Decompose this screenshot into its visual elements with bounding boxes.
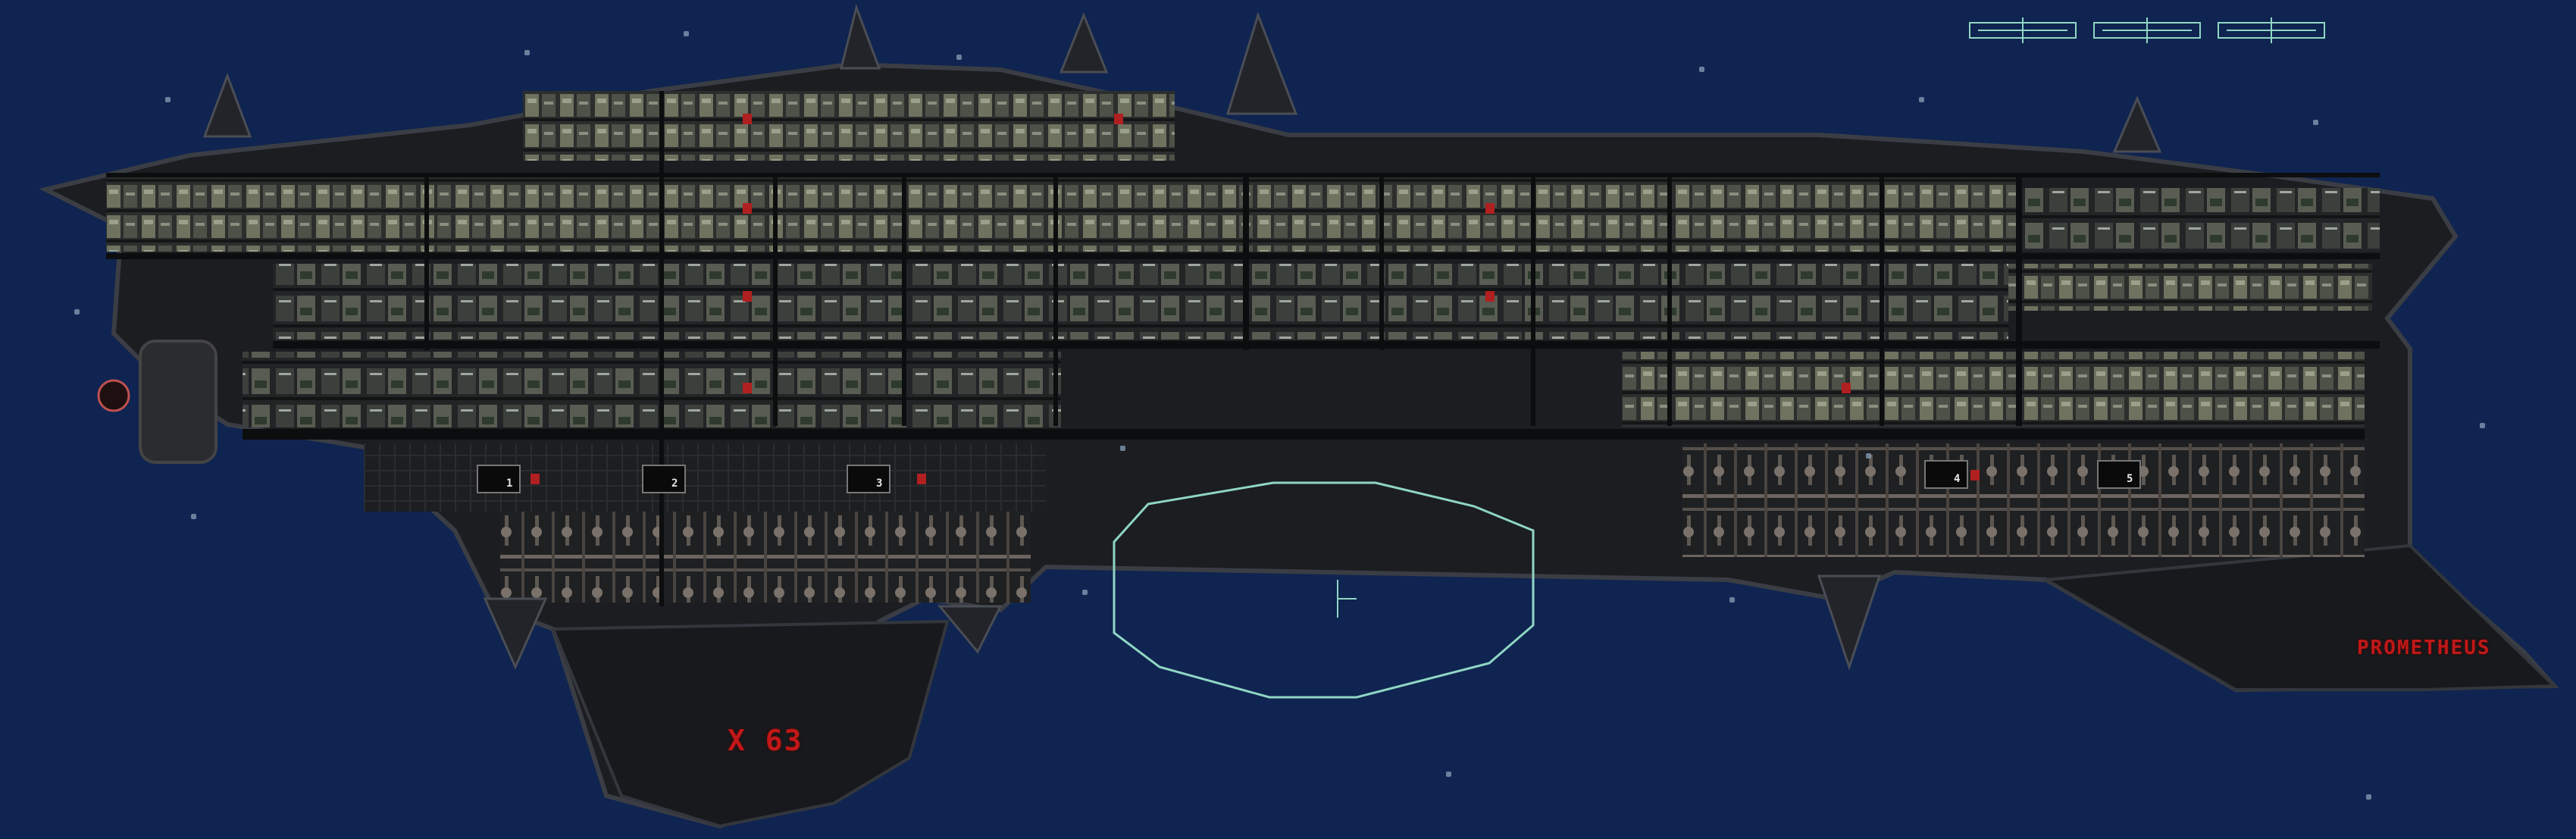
star bbox=[2366, 794, 2371, 800]
hud-slot-2[interactable] bbox=[2093, 17, 2201, 43]
upper-deck-rooms bbox=[106, 176, 2016, 252]
star bbox=[524, 50, 530, 55]
star bbox=[74, 309, 80, 315]
engine-nozzle bbox=[139, 340, 218, 464]
lower-deck-aft bbox=[1622, 352, 2365, 427]
engineering-fore-pipes bbox=[500, 512, 1031, 603]
hull-turrets bbox=[202, 3, 2162, 671]
star bbox=[1446, 772, 1451, 777]
lower-deck-fore bbox=[243, 352, 1061, 427]
star bbox=[1729, 597, 1735, 603]
top-deck-rooms bbox=[523, 91, 1175, 161]
engineering-fore bbox=[364, 443, 1046, 512]
status-panels bbox=[531, 114, 1980, 484]
crosshair-icon bbox=[1337, 580, 1357, 618]
star bbox=[165, 97, 171, 102]
lower-fin-left bbox=[551, 619, 950, 828]
star bbox=[191, 514, 196, 519]
bulkheads bbox=[424, 91, 2022, 606]
engine-ring bbox=[97, 379, 130, 412]
reactor-label-1: 1 bbox=[506, 477, 513, 490]
ship-name-label: PROMETHEUS bbox=[2357, 637, 2491, 659]
hud-slot-3[interactable] bbox=[2218, 17, 2325, 43]
upper-deck-aft bbox=[2016, 188, 2380, 252]
target-area-reticle[interactable] bbox=[1113, 481, 1535, 699]
middle-deck-aft bbox=[2008, 264, 2372, 311]
star bbox=[1120, 446, 1125, 451]
reactor-label-4: 4 bbox=[1954, 473, 1961, 485]
reactor-label-3: 3 bbox=[876, 477, 883, 490]
star bbox=[1699, 67, 1704, 72]
engineering-aft bbox=[1682, 443, 2365, 557]
star bbox=[2313, 120, 2318, 125]
hud-slot-1[interactable] bbox=[1969, 17, 2077, 43]
hull-code-label: X 63 bbox=[728, 724, 803, 757]
star bbox=[1919, 97, 1924, 102]
star bbox=[684, 31, 689, 36]
star bbox=[1082, 590, 1088, 595]
middle-deck-rooms bbox=[273, 264, 2008, 340]
reactor-panels bbox=[477, 460, 2141, 493]
star bbox=[1866, 453, 1871, 459]
reactor-label-5: 5 bbox=[2127, 473, 2133, 485]
star bbox=[956, 55, 962, 60]
reactor-label-2: 2 bbox=[671, 477, 678, 490]
star bbox=[2480, 423, 2485, 428]
